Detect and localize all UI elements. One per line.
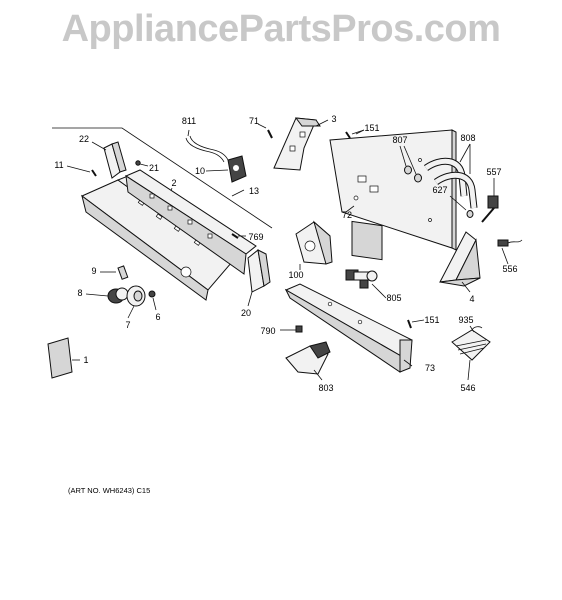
callout-805: 805 (386, 293, 401, 303)
part-73-lower-panel (284, 283, 413, 373)
callout-808: 808 (460, 133, 475, 143)
part-20-end-cap (247, 249, 271, 307)
part-11-screw (66, 165, 97, 177)
part-71-screw (257, 123, 273, 139)
callout-811: 811 (182, 116, 196, 126)
callout-151-upper: 151 (364, 123, 379, 133)
part-100-timer (295, 220, 333, 270)
callout-73: 73 (425, 363, 435, 373)
part-546-harness (451, 325, 491, 381)
callout-2: 2 (171, 178, 176, 188)
callout-71: 71 (249, 116, 259, 126)
art-number-note: (ART NO. WH6243) C15 (68, 486, 150, 495)
callout-807: 807 (392, 135, 407, 145)
part-556-connector (497, 239, 523, 265)
part-8-knob (85, 287, 129, 304)
part-10-switch (205, 155, 247, 183)
part-1-literature (47, 337, 80, 379)
callout-803: 803 (318, 383, 333, 393)
callout-3: 3 (331, 114, 336, 124)
callout-72: 72 (342, 210, 352, 220)
part-627-washer (449, 195, 474, 218)
part-790-clip (280, 325, 303, 333)
callout-8: 8 (77, 288, 82, 298)
callout-6: 6 (155, 312, 160, 322)
callout-557: 557 (486, 167, 501, 177)
part-811-wire-harness (185, 129, 229, 163)
callout-546: 546 (460, 383, 475, 393)
callout-22: 22 (79, 134, 89, 144)
callout-151-lower: 151 (424, 315, 439, 325)
callout-9: 9 (91, 266, 96, 276)
part-13-console-panel (124, 169, 257, 275)
callout-790: 790 (260, 326, 275, 336)
part-3-bracket (273, 117, 329, 171)
part-803-pressure-switch (285, 341, 331, 381)
callout-10: 10 (195, 166, 205, 176)
part-805-water-valve (345, 269, 387, 299)
callout-1: 1 (83, 355, 88, 365)
callout-20: 20 (241, 308, 251, 318)
part-808-hoses (423, 143, 478, 209)
part-807-ferrule (399, 145, 422, 183)
callout-11: 11 (54, 160, 63, 170)
part-7-knob-skirt (126, 285, 146, 319)
callout-13: 13 (249, 186, 259, 196)
part-21-clip (135, 160, 149, 167)
part-151-screw-upper (345, 129, 365, 139)
bracket-line-13 (52, 127, 273, 229)
callout-4: 4 (469, 294, 474, 304)
part-769-screw (231, 233, 246, 239)
part-151-screw-lower (407, 319, 425, 329)
part-9-spring (100, 265, 129, 280)
callout-769: 769 (248, 232, 263, 242)
watermark: AppliancePartsPros.com (61, 8, 501, 50)
part-4-bracket (439, 231, 481, 293)
part-22-end-cap (91, 141, 127, 179)
part-6-clip (148, 290, 157, 311)
callout-7: 7 (125, 320, 130, 330)
callout-21: 21 (149, 163, 159, 173)
part-557-sensor (481, 178, 499, 223)
callout-100: 100 (288, 270, 303, 280)
callout-627: 627 (432, 185, 447, 195)
callout-556: 556 (502, 264, 517, 274)
callout-935: 935 (458, 315, 473, 325)
